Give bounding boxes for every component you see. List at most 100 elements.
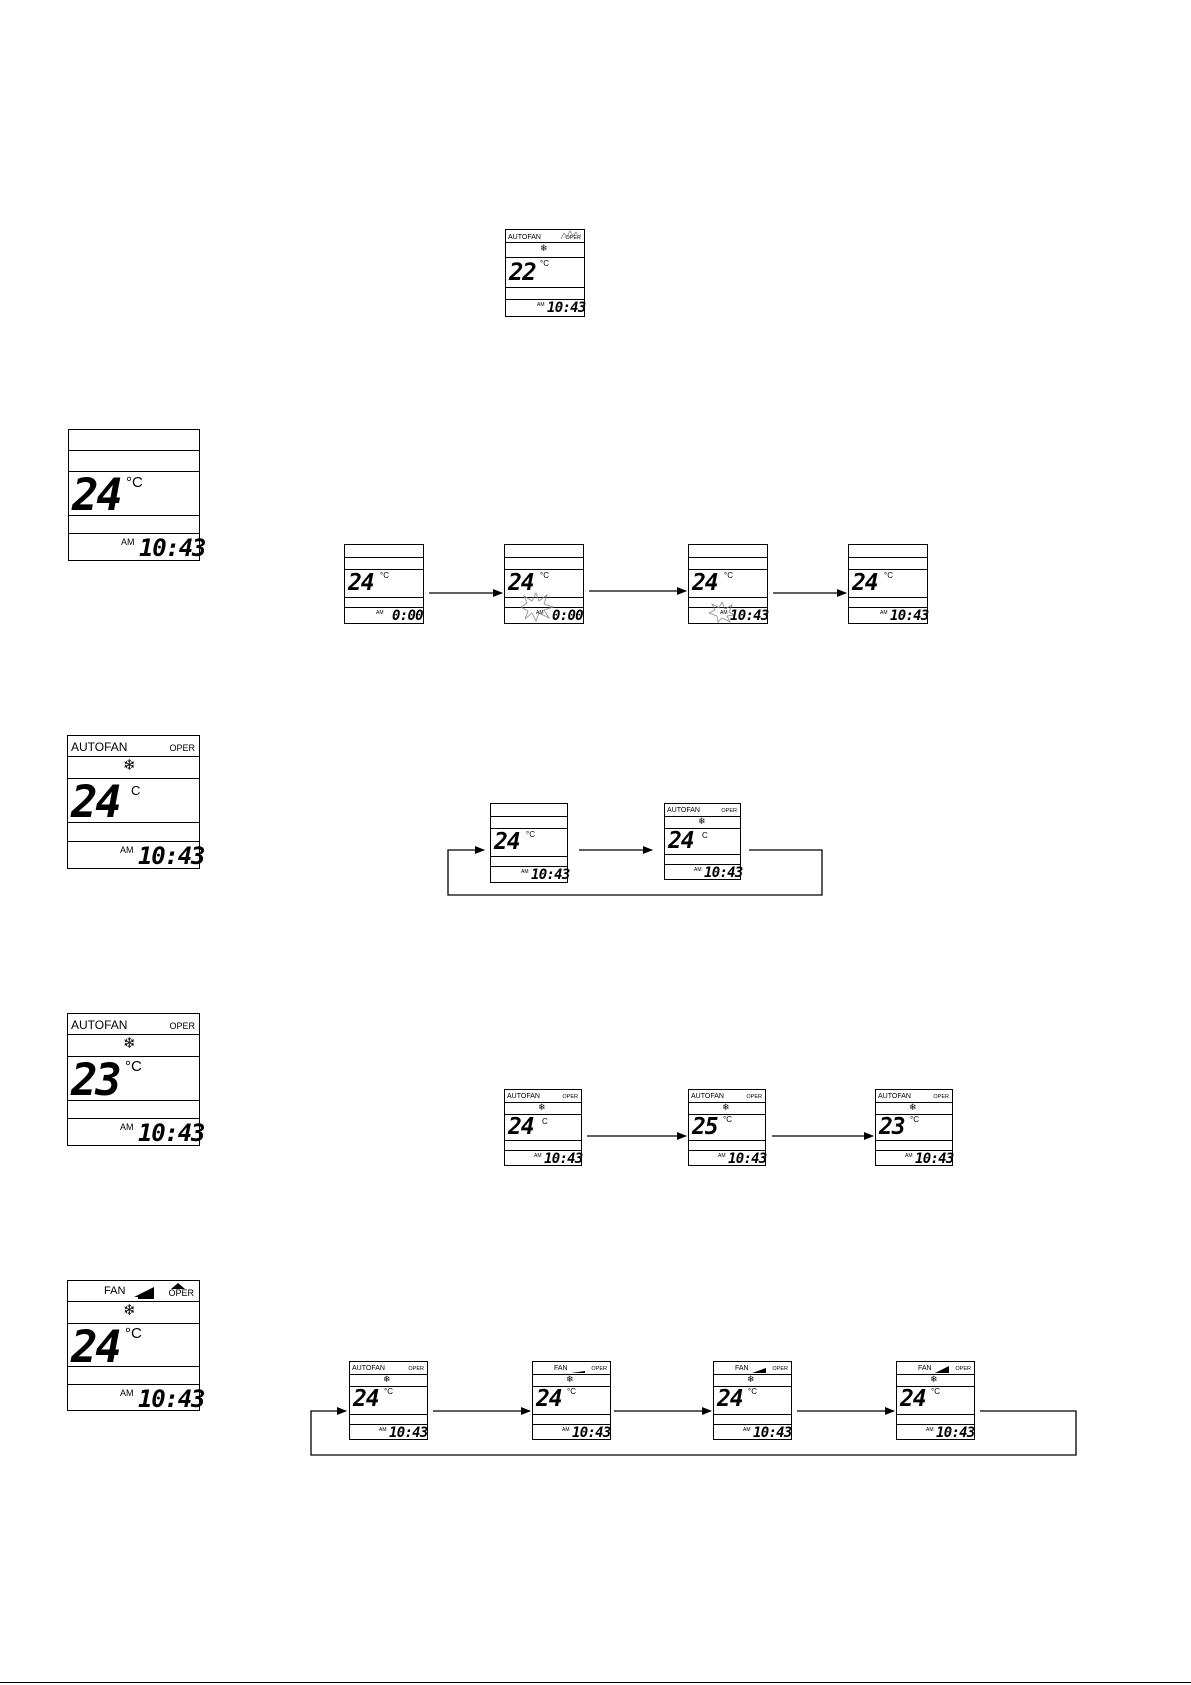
clock-time: 10:43 — [936, 1425, 975, 1441]
clock-time: 10:43 — [890, 608, 929, 624]
am-label: AM — [120, 1122, 134, 1132]
am-label: AM — [562, 1427, 570, 1433]
clock-time: 10:43 — [138, 1385, 205, 1413]
display-clock-step-1: 24 °C AM 0:00 — [344, 544, 424, 624]
oper-label: OPER — [933, 1094, 949, 1100]
am-label: AM — [120, 845, 134, 855]
snowflake-icon: ❄ — [538, 1102, 546, 1112]
temperature-value: 24 — [494, 829, 521, 855]
clock-time: 10:43 — [531, 867, 570, 883]
oper-label: OPER — [169, 743, 195, 753]
display-fan-large: FAN OPER ❄ 24 °C AM 10:43 — [67, 1280, 205, 1411]
snowflake-icon: ❄ — [123, 1302, 136, 1319]
display-temp-step-23: AUTOFAN OPER ❄ 23 °C AM 10:43 — [875, 1089, 954, 1167]
am-label: AM — [376, 610, 384, 616]
display-mode-cool-22: AUTOFAN OPER ❄ 22 °C AM 10:43 — [505, 229, 586, 317]
temperature-value: 24 — [668, 828, 695, 854]
snowflake-icon: ❄ — [698, 816, 706, 826]
display-on-state: AUTOFAN OPER ❄ 24 C AM 10:43 — [664, 803, 743, 881]
autofan-label: AUTOFAN — [507, 1093, 540, 1100]
temperature-unit: C — [702, 831, 708, 840]
autofan-label: AUTOFAN — [691, 1093, 724, 1100]
fan-speed-bars-icon — [130, 1287, 154, 1299]
snowflake-icon: ❄ — [123, 757, 136, 774]
clock-time: 10:43 — [547, 300, 586, 316]
clock-time: 10:43 — [728, 1151, 767, 1167]
oper-label: OPER — [562, 1094, 578, 1100]
fan-label: FAN — [918, 1365, 932, 1372]
autofan-label: AUTOFAN — [71, 740, 128, 754]
display-fan-step-auto: AUTOFAN OPER ❄ 24 °C AM 10:43 — [349, 1361, 428, 1440]
am-label: AM — [536, 610, 544, 616]
snowflake-icon: ❄ — [909, 1102, 917, 1112]
snowflake-icon: ❄ — [722, 1102, 730, 1112]
am-label: AM — [534, 1153, 542, 1159]
clock-time: 10:43 — [730, 608, 769, 624]
am-label: AM — [121, 537, 135, 547]
page-bottom-rule — [0, 1682, 1191, 1683]
oper-label: OPER — [408, 1366, 424, 1372]
snowflake-icon: ❄ — [123, 1035, 136, 1052]
display-temp-step-24: AUTOFAN OPER ❄ 24 C AM 10:43 — [504, 1089, 583, 1166]
oper-label: OPER — [955, 1366, 971, 1372]
clock-time: 0:00 — [552, 608, 584, 624]
display-clock-large: 24 °C AM 10:43 — [68, 429, 206, 561]
autofan-label: AUTOFAN — [667, 807, 700, 814]
autofan-label: AUTOFAN — [71, 1018, 128, 1032]
clock-time: 10:43 — [139, 534, 206, 562]
oper-label: OPER — [746, 1094, 762, 1100]
autofan-label: AUTOFAN — [878, 1093, 911, 1100]
am-label: AM — [120, 1388, 134, 1398]
loop-fan-high-auto — [310, 1407, 1077, 1456]
snowflake-icon: ❄ — [540, 243, 548, 253]
am-label: AM — [718, 1153, 726, 1159]
temperature-unit: °C — [126, 474, 143, 491]
autofan-label: AUTOFAN — [352, 1365, 385, 1372]
temperature-unit: °C — [384, 1387, 393, 1396]
oper-label: OPER — [168, 1288, 194, 1298]
display-clock-step-4: 24 °C AM 10:43 — [848, 544, 929, 624]
fan-label: FAN — [104, 1285, 126, 1297]
snowflake-icon: ❄ — [930, 1374, 938, 1384]
fan-label: FAN — [554, 1365, 568, 1372]
temperature-unit: °C — [723, 1115, 732, 1124]
am-label: AM — [926, 1427, 934, 1433]
snowflake-icon: ❄ — [383, 1374, 391, 1384]
temperature-unit: °C — [526, 830, 535, 839]
am-label: AM — [379, 1427, 387, 1433]
temperature-unit: °C — [125, 1058, 142, 1075]
display-fan-step-low: FAN OPER ❄ 24 °C AM 10:43 — [532, 1361, 611, 1440]
clock-time: 10:43 — [915, 1151, 954, 1167]
clock-time: 0:00 — [392, 608, 424, 624]
snowflake-icon: ❄ — [747, 1374, 755, 1384]
display-temp-large: AUTOFAN OPER ❄ 23 °C AM 10:43 — [67, 1013, 205, 1146]
clock-time: 10:43 — [138, 1119, 205, 1147]
display-fan-step-high: FAN OPER ❄ 24 °C AM 10:43 — [896, 1361, 975, 1440]
oper-label: OPER — [772, 1366, 788, 1372]
temperature-unit: °C — [540, 259, 549, 268]
temperature-value: 24 — [353, 1386, 380, 1412]
clock-time: 10:43 — [704, 865, 743, 881]
clock-time: 10:43 — [753, 1425, 792, 1441]
clock-time: 10:43 — [572, 1425, 611, 1441]
oper-label: OPER — [565, 235, 581, 241]
display-off-state: 24 °C AM 10:43 — [490, 803, 570, 883]
temperature-value: 24 — [71, 1322, 122, 1373]
temperature-unit: °C — [540, 571, 549, 580]
display-on-large: AUTOFAN OPER ❄ 24 C AM 10:43 — [67, 735, 205, 869]
temperature-value: 24 — [536, 1386, 563, 1412]
am-label: AM — [694, 867, 702, 873]
temperature-unit: °C — [724, 571, 733, 580]
temperature-value: 23 — [879, 1114, 906, 1140]
display-fan-step-mid: FAN OPER ❄ 24 °C AM 10:43 — [713, 1361, 792, 1440]
clock-time: 10:43 — [389, 1425, 428, 1441]
oper-indicator-icon — [171, 1283, 185, 1289]
autofan-label: AUTOFAN — [508, 234, 541, 241]
temperature-unit: °C — [380, 571, 389, 580]
temperature-unit: °C — [125, 1325, 142, 1342]
temperature-value: 24 — [348, 570, 375, 596]
fan-label: FAN — [735, 1365, 749, 1372]
temperature-value: 24 — [72, 470, 123, 521]
temperature-value: 24 — [508, 1114, 535, 1140]
temperature-value: 24 — [508, 570, 535, 596]
